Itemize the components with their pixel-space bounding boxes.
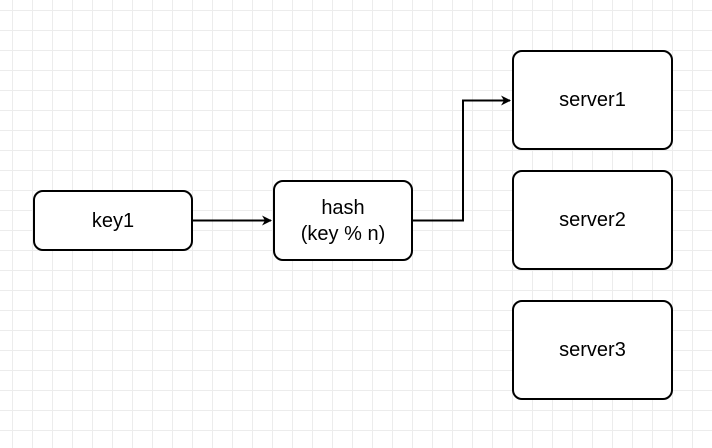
server1-node[interactable]: server1 [512,50,673,150]
server3-label: server3 [559,339,626,361]
key1-label: key1 [91,209,135,232]
edge-hash-to-server1 [413,95,511,222]
key1-node[interactable]: key1 [33,190,193,251]
server3-node[interactable]: server3 [512,300,673,400]
server2-node[interactable]: server2 [512,170,673,270]
server2-label: server2 [559,209,626,231]
hash-label: hash (key % n) [301,195,385,247]
hash-label-line2: (key % n) [300,222,386,245]
hash-node[interactable]: hash (key % n) [273,180,413,261]
server1-label: server1 [559,89,626,111]
hash-label-line1: hash [321,196,365,219]
